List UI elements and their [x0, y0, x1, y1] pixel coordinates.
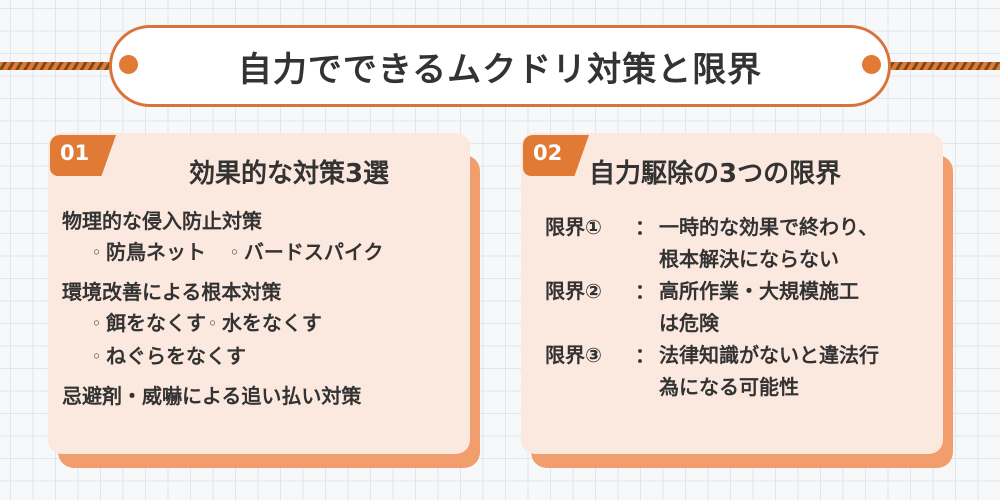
bullet-icon: ◦	[229, 245, 239, 261]
limit-line: 法律知識がないと違法行	[659, 343, 879, 367]
card-effective-measures: 01 効果的な対策3選 物理的な侵入防止対策 ◦防鳥ネット ◦バードスパイク 環…	[48, 133, 480, 468]
limit-label: 限界③	[545, 343, 602, 367]
card-title: 効果的な対策3選	[188, 159, 390, 189]
limit-separator: ：	[635, 215, 655, 239]
list-item: ◦防鳥ネット	[92, 236, 206, 269]
measure-heading: 環境改善による根本対策	[62, 280, 282, 304]
list-item-label: ねぐらをなくす	[105, 344, 246, 368]
bullet-icon: ◦	[92, 245, 101, 261]
limit-item: 限界③ ： 法律知識がないと違法行 為になる可能性	[535, 339, 933, 403]
measure-group: 忌避剤・威嚇による追い払い対策	[62, 382, 460, 411]
limit-line: 一時的な効果で終わり、	[659, 215, 879, 239]
dot-icon	[119, 55, 138, 74]
limit-separator: ：	[635, 343, 655, 367]
limit-label: 限界①	[545, 215, 602, 239]
limit-line: 為になる可能性	[659, 375, 799, 399]
list-item-label: バードスパイク	[243, 240, 384, 264]
limit-description: 一時的な効果で終わり、 根本解決にならない	[659, 211, 929, 275]
list-item-label: 餌をなくす	[105, 311, 206, 335]
list-item: ◦水をなくす	[208, 307, 322, 340]
limit-label: 限界②	[545, 279, 602, 303]
rope-decoration-right	[888, 62, 1000, 70]
limit-line: 根本解決にならない	[659, 247, 839, 271]
sub-item-row: ◦ねぐらをなくす	[62, 340, 460, 373]
dot-icon	[862, 55, 881, 74]
sub-item-row: ◦防鳥ネット ◦バードスパイク	[62, 236, 460, 269]
list-item-label: 防鳥ネット	[105, 240, 206, 264]
limits-list: 限界① ： 一時的な効果で終わり、 根本解決にならない 限界② ： 高所作業・大…	[535, 211, 933, 403]
measure-group: 環境改善による根本対策 ◦餌をなくす ◦水をなくす ◦ねぐらをなくす	[62, 278, 460, 373]
rope-decoration-left	[0, 62, 112, 70]
limit-line: は危険	[659, 311, 719, 335]
bullet-icon: ◦	[92, 349, 101, 365]
limit-description: 法律知識がないと違法行 為になる可能性	[659, 339, 929, 403]
limit-separator: ：	[635, 279, 655, 303]
measure-heading: 忌避剤・威嚇による追い払い対策	[62, 384, 362, 408]
title-banner: 自力でできるムクドリ対策と限界	[109, 25, 891, 107]
limit-item: 限界② ： 高所作業・大規模施工 は危険	[535, 275, 933, 339]
bullet-icon: ◦	[207, 316, 217, 332]
card-panel: 01 効果的な対策3選 物理的な侵入防止対策 ◦防鳥ネット ◦バードスパイク 環…	[48, 133, 470, 454]
sub-item-row: ◦餌をなくす ◦水をなくす	[62, 307, 460, 340]
limit-item: 限界① ： 一時的な効果で終わり、 根本解決にならない	[535, 211, 933, 275]
page-title: 自力でできるムクドリ対策と限界	[237, 49, 763, 90]
list-item: ◦バードスパイク	[230, 236, 384, 269]
measures-list: 物理的な侵入防止対策 ◦防鳥ネット ◦バードスパイク 環境改善による根本対策 ◦…	[62, 207, 460, 420]
list-item-label: 水をなくす	[221, 311, 322, 335]
card-limitations: 02 自力駆除の3つの限界 限界① ： 一時的な効果で終わり、 根本解決にならな…	[521, 133, 953, 468]
card-panel: 02 自力駆除の3つの限界 限界① ： 一時的な効果で終わり、 根本解決にならな…	[521, 133, 943, 454]
list-item: ◦餌をなくす	[92, 307, 206, 340]
measure-group: 物理的な侵入防止対策 ◦防鳥ネット ◦バードスパイク	[62, 207, 460, 269]
measure-heading: 物理的な侵入防止対策	[62, 209, 262, 233]
limit-description: 高所作業・大規模施工 は危険	[659, 275, 929, 339]
card-title: 自力駆除の3つの限界	[589, 159, 842, 189]
limit-line: 高所作業・大規模施工	[659, 279, 859, 303]
number-badge: 02	[523, 135, 589, 176]
number-badge: 01	[50, 135, 116, 176]
bullet-icon: ◦	[92, 316, 101, 332]
list-item: ◦ねぐらをなくす	[92, 340, 246, 373]
